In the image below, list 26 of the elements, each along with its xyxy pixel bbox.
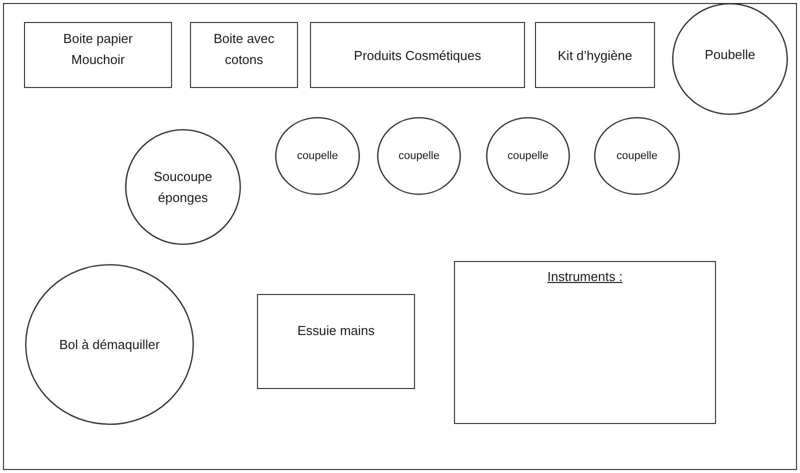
item-label: Produits Cosmétiques: [354, 46, 482, 65]
item-box: [310, 22, 525, 88]
item-box: [535, 22, 655, 88]
item-label: Poubelle: [704, 46, 756, 64]
item-label: Essuie mains: [297, 322, 375, 340]
item-box: [257, 294, 415, 389]
item-circle: [377, 117, 461, 195]
item-label: Boite avec cotons: [212, 30, 276, 69]
section-heading: Instruments :: [547, 268, 623, 286]
item-box: [190, 22, 298, 88]
item-label: Kit d’hygiène: [558, 46, 632, 65]
item-label: Boite papier Mouchoir: [62, 30, 134, 69]
item-label: coupelle: [297, 148, 338, 164]
item-label: coupelle: [508, 148, 548, 164]
item-circle: [275, 117, 360, 195]
item-label: coupelle: [398, 148, 440, 164]
item-circle: [25, 264, 194, 425]
item-label: Soucoupe éponges: [152, 168, 214, 207]
item-circle: [125, 129, 241, 245]
item-label: Bol à démaquiller: [59, 336, 160, 354]
item-circle: [594, 117, 680, 195]
item-label: coupelle: [616, 148, 658, 164]
item-circle: [486, 117, 570, 195]
item-box: [24, 22, 172, 88]
item-box: [454, 261, 716, 424]
item-circle: [672, 3, 788, 115]
